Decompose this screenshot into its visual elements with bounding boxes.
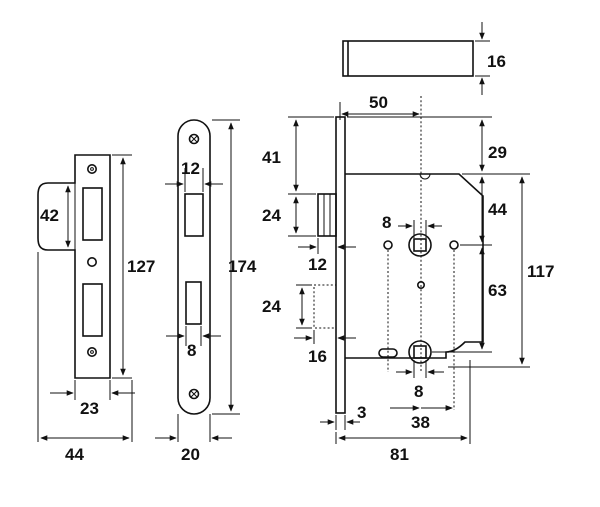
lock-body [313,96,484,414]
case-height-label: 117 [527,262,554,281]
keep-width-label: 23 [80,399,99,418]
forend-thickness-label: 3 [357,403,366,422]
spindle-square-label: 8 [382,213,391,232]
case-top-offset-label: 29 [488,143,507,162]
keep-strike-plate [37,154,111,379]
forend-bolt-width-label: 12 [181,159,200,178]
forend-top-to-bolt-label: 41 [262,148,281,167]
keep-lip-width-label: 44 [65,445,84,464]
forend-height-label: 174 [228,257,257,276]
body-top-to-follower-label: 50 [369,93,388,112]
centres-label: 63 [488,281,507,300]
keep-dimensions: 127 42 23 44 [37,154,155,464]
keep-height-label: 127 [127,257,155,276]
bolt-height-label: 24 [262,206,281,225]
bolt-projection-label: 12 [308,255,327,274]
case-top-to-spindle-label: 44 [488,200,507,219]
forend-width-label: 20 [181,445,200,464]
forend-plate [177,119,211,415]
forend-latch-width-label: 8 [187,341,196,360]
latch-height-label: 24 [262,297,281,316]
body-depth-label: 81 [390,445,409,464]
forend-dimensions: 174 12 8 20 [155,119,257,464]
keep-projection-label: 42 [40,206,59,225]
latch-length-label: 16 [487,52,506,71]
latch-projection-label: 16 [308,347,327,366]
lower-spindle-square-label: 8 [414,382,423,401]
backset-label: 38 [411,413,430,432]
body-dimensions: 50 41 24 12 24 16 29 44 [262,93,554,464]
latch-bolt: 16 [342,22,506,95]
